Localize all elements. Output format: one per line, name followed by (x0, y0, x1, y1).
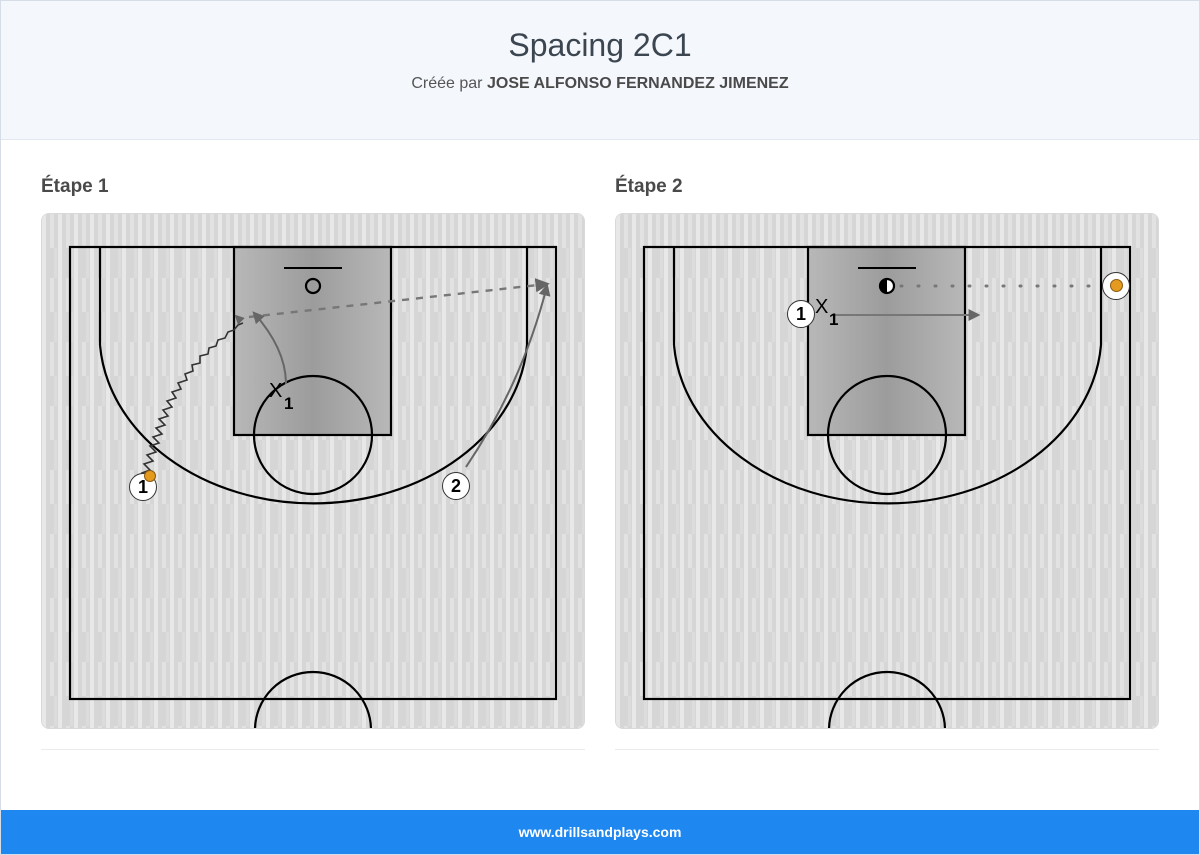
ball-holder-marker[interactable] (1102, 272, 1130, 300)
defender-mark: X (815, 296, 829, 318)
player-1-number: 1 (795, 304, 806, 324)
defender-mark: X (269, 380, 283, 402)
defender-number: 1 (829, 310, 839, 329)
step-1-diagram (42, 214, 584, 728)
step-1-title: Étape 1 (41, 176, 109, 197)
basket-rim (304, 277, 322, 295)
author-name: JOSE ALFONSO FERNANDEZ JIMENEZ (486, 75, 789, 92)
defender-x1[interactable]: X 1 (269, 380, 299, 413)
paint-area (234, 247, 391, 435)
court-lines (68, 245, 558, 728)
page-subtitle: Créée par JOSE ALFONSO FERNANDEZ JIMENEZ (1, 75, 1199, 93)
defender-path (252, 311, 287, 385)
player-2-number: 2 (450, 476, 461, 496)
player-1-number: 1 (137, 477, 148, 497)
created-by-label: Créée par (411, 75, 483, 92)
step-1-court: 1 2 X 1 (41, 213, 585, 729)
basketball-icon (144, 470, 156, 482)
defender-x1[interactable]: X 1 (815, 296, 845, 329)
half-filled-rim-icon (880, 279, 887, 293)
cut-path-player-2 (465, 283, 551, 468)
page-title: Spacing 2C1 (508, 27, 692, 63)
step-2-divider (615, 749, 1159, 750)
dribble-arrow (234, 314, 245, 325)
court-lines (642, 245, 1132, 728)
basketball-icon (1110, 279, 1123, 292)
step-2-diagram (616, 214, 1158, 728)
defender-number: 1 (284, 394, 294, 413)
player-1[interactable]: 1 (129, 473, 157, 501)
page-footer: www.drillsandplays.com (1, 810, 1199, 854)
page-header: Spacing 2C1 Créée par JOSE ALFONSO FERNA… (1, 1, 1199, 140)
player-1[interactable]: 1 (787, 300, 815, 328)
paint-area (808, 247, 965, 435)
player-2[interactable]: 2 (442, 472, 470, 500)
step-2-court: 1 X 1 (615, 213, 1159, 729)
footer-site-link[interactable]: www.drillsandplays.com (518, 824, 682, 840)
step-1-divider (41, 749, 585, 750)
step-2-title: Étape 2 (615, 176, 683, 197)
dribble-path (140, 322, 244, 478)
